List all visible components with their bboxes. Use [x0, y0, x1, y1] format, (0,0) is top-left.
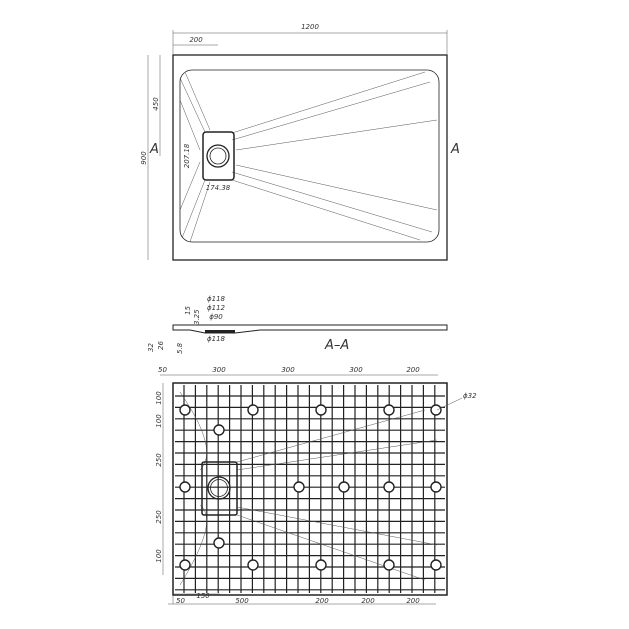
drain-frame-bottom: [201, 461, 238, 516]
dim-26: 26: [157, 341, 165, 350]
dim-bottom-200-c: 200: [406, 597, 420, 605]
section-mark-right: A: [450, 142, 460, 157]
slope-lines-bottom: [179, 391, 438, 586]
dim-top-200: 200: [406, 366, 420, 374]
dim-15: 15: [184, 306, 192, 315]
dim-d112: ϕ112: [207, 304, 226, 312]
slope-lines: [179, 71, 438, 243]
foot-circle: [383, 404, 395, 416]
dim-32: 32: [147, 343, 155, 352]
dim-drain-y: 450: [152, 97, 160, 111]
foot-circle: [293, 481, 305, 493]
dim-height: 900: [140, 151, 148, 165]
foot-circle: [315, 404, 327, 416]
foot-circle: [315, 559, 327, 571]
dim-drain-height: 207.18: [183, 143, 191, 168]
feet: [179, 404, 442, 571]
foot-circle: [213, 424, 225, 436]
foot-circle: [383, 559, 395, 571]
dim-left-100-b: 100: [155, 414, 163, 428]
drain-outer-bottom: [207, 476, 231, 500]
dim-bottom-50: 50: [176, 597, 185, 605]
tray-outline: [172, 54, 448, 261]
dim-d118-bottom: ϕ118: [207, 335, 226, 343]
dim-bottom-150: 150: [196, 592, 210, 600]
dim-top-300-a: 300: [212, 366, 226, 374]
foot-circle: [179, 481, 191, 493]
top-view: 1200 200 450 900 207.18 174.38 A A: [140, 23, 460, 261]
dim-bottom-500: 500: [235, 597, 249, 605]
dim-left-250-b: 250: [155, 510, 163, 524]
drain-inner: [209, 147, 227, 165]
foot-circle: [383, 481, 395, 493]
dim-d90: ϕ90: [209, 313, 223, 321]
tray-bottom-outline: [172, 382, 448, 596]
dim-top-50: 50: [158, 366, 167, 374]
section-mark-left: A: [149, 142, 159, 157]
dim-left-100-a: 100: [155, 391, 163, 405]
foot-circle: [213, 537, 225, 549]
dim-drain-width: 174.38: [206, 184, 231, 192]
section-title: A–A: [324, 338, 349, 353]
tray-inner-edge: [179, 69, 440, 243]
dim-top-300-b: 300: [281, 366, 295, 374]
foot-circle: [430, 559, 442, 571]
drain-frame: [202, 131, 235, 181]
dim-d118-top: ϕ118: [207, 295, 226, 303]
dim-5-8: 5.8: [176, 342, 184, 354]
dim-left-100-c: 100: [155, 549, 163, 563]
section-view: ϕ118 ϕ112 ϕ90 ϕ118 15 3.25 32 26 5.8 A–A: [147, 295, 448, 354]
foot-circle: [338, 481, 350, 493]
drain-inner-bottom: [210, 479, 228, 497]
bottom-view: ϕ32 50 300 300 300 200 100 100 250 250 1…: [155, 366, 477, 605]
dim-3-25: 3.25: [193, 309, 201, 325]
foot-circle: [247, 404, 259, 416]
drain-outer: [206, 144, 230, 168]
foot-diameter: ϕ32: [463, 392, 477, 400]
foot-circle: [430, 481, 442, 493]
dim-width: 1200: [301, 23, 319, 31]
foot-circle: [430, 404, 442, 416]
foot-circle: [247, 559, 259, 571]
dim-bottom-200-a: 200: [315, 597, 329, 605]
dim-drain-x: 200: [189, 36, 203, 44]
drain-section: [205, 330, 235, 333]
support-grid: [175, 385, 445, 593]
foot-circle: [179, 404, 191, 416]
dim-left-250-a: 250: [155, 453, 163, 467]
dim-top-300-c: 300: [349, 366, 363, 374]
foot-circle: [179, 559, 191, 571]
dim-bottom-200-b: 200: [361, 597, 375, 605]
